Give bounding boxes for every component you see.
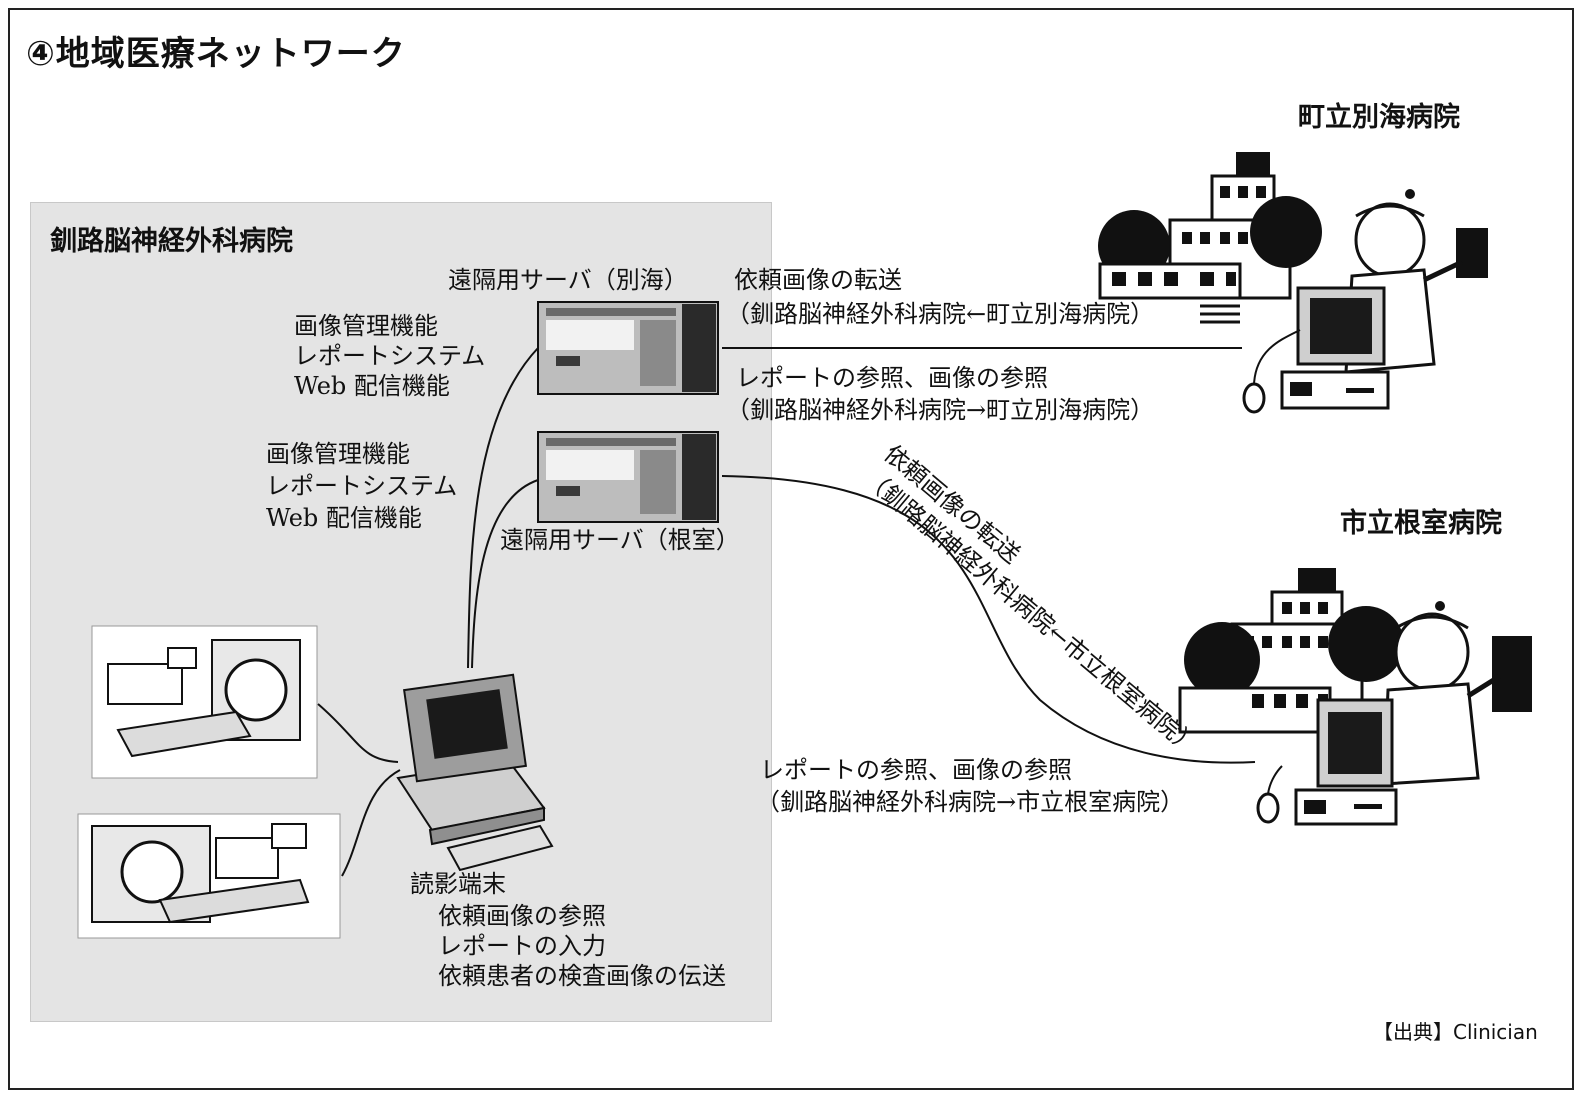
ct-scanner-icon xyxy=(77,813,341,939)
terminal-label: 読影端末 xyxy=(410,870,506,898)
reading-terminal-icon xyxy=(396,673,554,872)
line-terminal-to-server-nemuro xyxy=(471,479,539,669)
line-terminal-to-server-betsukai xyxy=(467,347,539,669)
terminal-function: レポートの入力 xyxy=(438,932,606,960)
server-nemuro-function: レポートシステム xyxy=(266,472,458,500)
betsukai-hospital-building-icon xyxy=(1098,152,1322,300)
server-betsukai-label: 遠隔用サーバ（別海） xyxy=(448,266,688,294)
figure-frame xyxy=(8,8,1574,1090)
betsukai-workstation-icon xyxy=(1200,286,1390,414)
server-betsukai-function: 画像管理機能 xyxy=(294,312,438,340)
terminal-function: 依頼患者の検査画像の伝送 xyxy=(438,962,726,990)
mri-scanner-icon xyxy=(91,625,318,779)
source-credit: 【出典】Clinician xyxy=(1373,1020,1538,1044)
betsukai-transfer-route: （釧路脳神経外科病院←町立別海病院） xyxy=(726,300,1155,328)
nemuro-hospital-name: 市立根室病院 xyxy=(1340,508,1502,539)
line-server-nemuro-to-hospital xyxy=(721,475,1256,764)
server-betsukai-icon xyxy=(537,301,719,395)
betsukai-hospital-name: 町立別海病院 xyxy=(1298,102,1460,133)
nemuro-reference-label: レポートの参照、画像の参照 xyxy=(760,756,1072,784)
server-nemuro-function: Web 配信機能 xyxy=(266,504,422,532)
server-nemuro-function: 画像管理機能 xyxy=(266,440,410,468)
local-hospital-name: 釧路脳神経外科病院 xyxy=(50,226,293,257)
nemuro-reference-route: （釧路脳神経外科病院→市立根室病院） xyxy=(756,788,1185,816)
nemuro-hospital-building-icon xyxy=(1178,568,1404,734)
server-betsukai-function: レポートシステム xyxy=(294,342,486,370)
line-modality1-to-terminal xyxy=(317,703,399,763)
nemuro-doctor-icon xyxy=(1382,601,1532,786)
nemuro-workstation-icon xyxy=(1256,698,1398,826)
connection-lines xyxy=(317,347,1256,877)
line-modality2-to-terminal xyxy=(341,769,401,877)
betsukai-reference-label: レポートの参照、画像の参照 xyxy=(736,364,1048,392)
betsukai-reference-route: （釧路脳神経外科病院→町立別海病院） xyxy=(726,396,1155,424)
server-nemuro-icon xyxy=(537,431,719,523)
betsukai-transfer-label: 依頼画像の転送 xyxy=(734,266,902,294)
server-betsukai-function: Web 配信機能 xyxy=(294,372,450,400)
server-nemuro-label: 遠隔用サーバ（根室） xyxy=(500,526,740,554)
terminal-function: 依頼画像の参照 xyxy=(438,902,606,930)
page-title: ④地域医療ネットワーク xyxy=(26,34,406,74)
